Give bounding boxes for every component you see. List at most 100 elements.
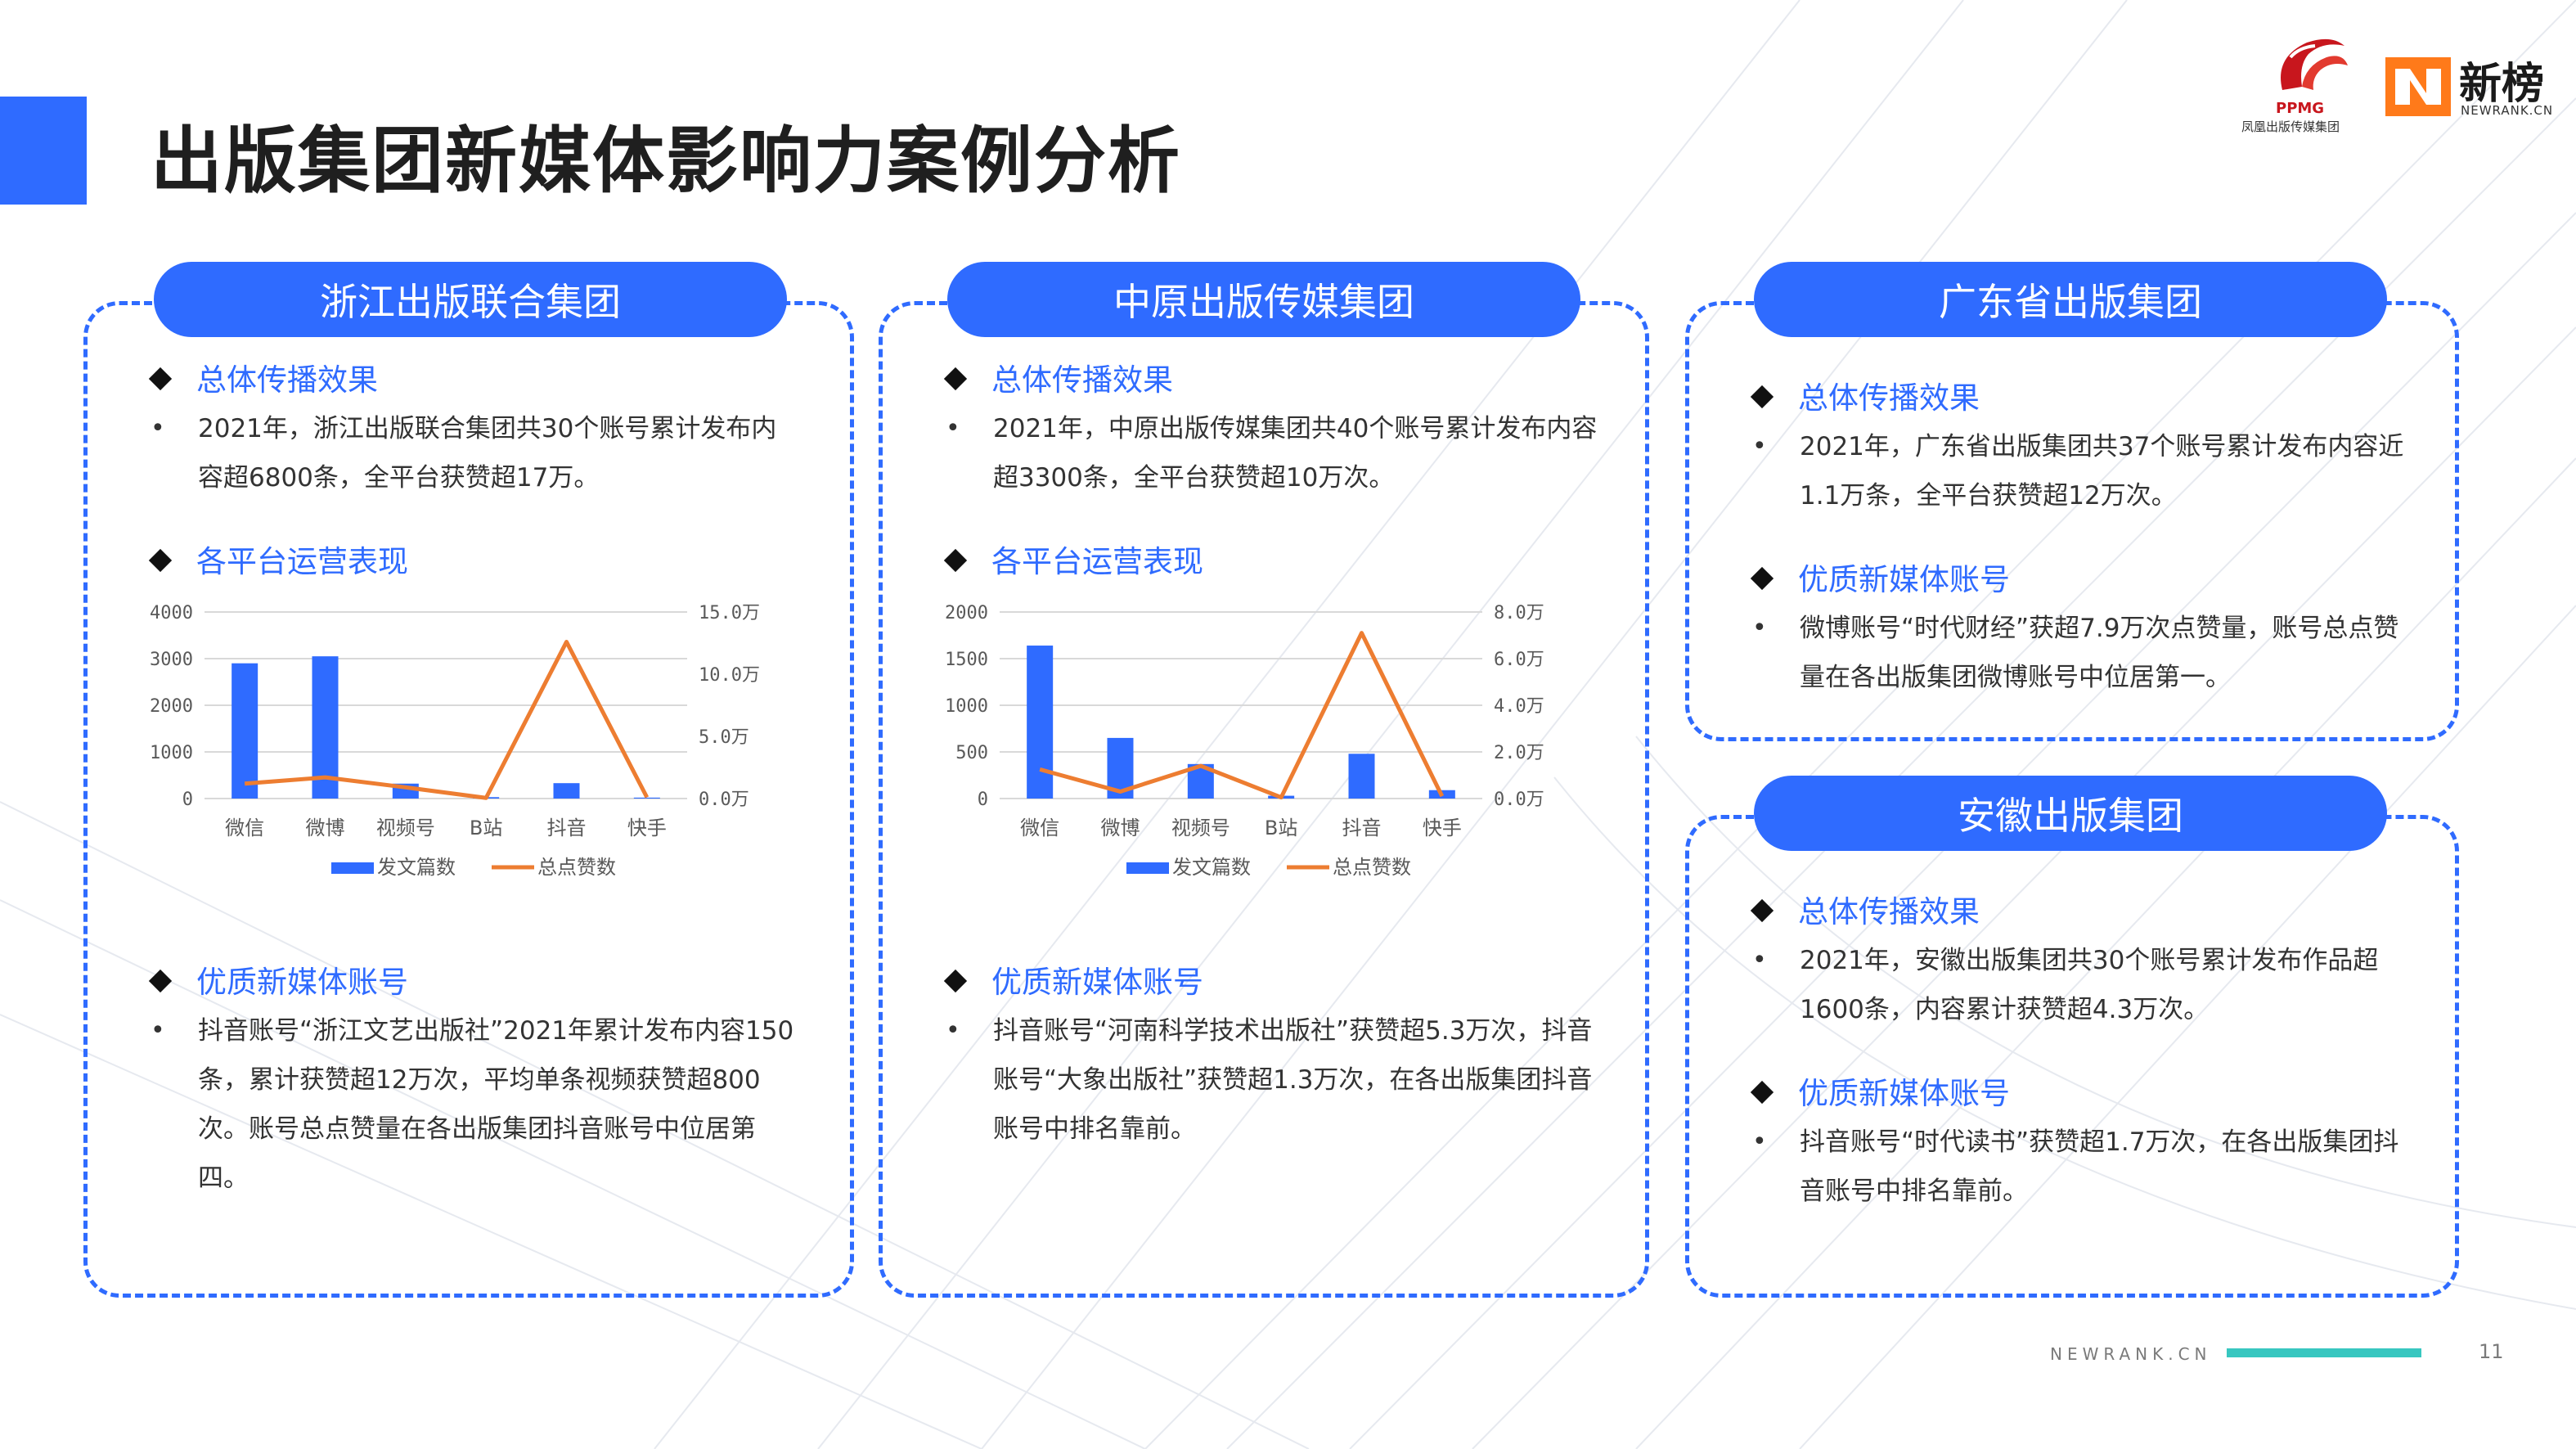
footer-accent-line	[2227, 1348, 2421, 1357]
bullet-dot-icon: •	[1752, 614, 1767, 642]
zhejiang-sec-platform: 各平台运营表现	[148, 537, 408, 581]
y-left-tick-label: 3000	[150, 650, 193, 670]
x-category-label: 快手	[1423, 817, 1462, 839]
legend-bar-swatch	[1126, 862, 1169, 874]
guangdong-text-accounts: •微博账号“时代财经”获超7.9万次点赞量，账号总点赞量在各出版集团微博账号中位…	[1752, 604, 2405, 702]
zhongyuan-sec-platform: 各平台运营表现	[943, 537, 1203, 581]
y-right-tick-label: 4.0万	[1494, 696, 1544, 717]
newrank-mark-icon	[2385, 57, 2451, 116]
y-right-tick-label: 10.0万	[699, 665, 760, 686]
zhongyuan-text-overall: •2021年，中原出版传媒集团共40个账号累计发布内容超3300条，全平台获赞超…	[946, 404, 1598, 502]
x-category-label: 微信	[225, 817, 264, 839]
newrank-en: NEWRANK.CN	[2461, 103, 2554, 118]
y-right-tick-label: 2.0万	[1494, 743, 1544, 763]
card-anhui-header: 安徽出版集团	[1754, 776, 2387, 851]
y-right-tick-label: 5.0万	[699, 727, 749, 748]
y-left-tick-label: 500	[955, 743, 988, 763]
y-left-tick-label: 0	[182, 790, 193, 810]
anhui-text-overall: •2021年，安徽出版集团共30个账号累计发布作品超1600条，内容累计获赞超4…	[1752, 936, 2405, 1034]
guangdong-text-overall: •2021年，广东省出版集团共37个账号累计发布内容近1.1万条，全平台获赞超1…	[1752, 422, 2405, 520]
diamond-bullet-icon	[148, 969, 173, 993]
diamond-bullet-icon	[148, 548, 173, 573]
diamond-bullet-icon	[943, 969, 968, 993]
diamond-bullet-icon	[1750, 566, 1774, 591]
page-number: 11	[2479, 1340, 2504, 1363]
legend-line-label: 总点赞数	[1333, 856, 1411, 879]
bar	[553, 783, 580, 799]
zhejiang-text-accounts: •抖音账号“浙江文艺出版社”2021年累计发布内容150条，累计获赞超12万次，…	[151, 1006, 795, 1203]
y-right-tick-label: 0.0万	[699, 790, 749, 810]
bullet-dot-icon: •	[1752, 432, 1767, 461]
bar	[232, 663, 258, 799]
legend-line-label: 总点赞数	[537, 856, 616, 879]
zhongyuan-sec-overall: 总体传播效果	[943, 355, 1173, 399]
ppmg-text: PPMG	[2276, 100, 2325, 117]
diamond-bullet-icon	[1750, 385, 1774, 409]
diamond-bullet-icon	[1750, 898, 1774, 923]
line-series	[1039, 631, 1445, 800]
bullet-dot-icon: •	[151, 414, 165, 443]
y-right-tick-label: 0.0万	[1494, 790, 1544, 810]
diamond-bullet-icon	[943, 367, 968, 391]
title-accent-bar	[0, 97, 87, 205]
y-right-tick-label: 8.0万	[1494, 603, 1544, 623]
x-category-label: 微信	[1020, 817, 1059, 839]
x-category-label: B站	[470, 817, 502, 839]
y-left-tick-label: 1000	[150, 743, 193, 763]
x-category-label: 快手	[627, 817, 667, 839]
y-left-tick-label: 2000	[945, 603, 988, 623]
y-right-tick-label: 6.0万	[1494, 650, 1544, 670]
y-left-tick-label: 2000	[150, 696, 193, 717]
legend-bar-swatch	[331, 862, 374, 874]
bullet-dot-icon: •	[946, 414, 960, 443]
bar	[312, 656, 339, 799]
zhejiang-sec-overall: 总体传播效果	[148, 355, 378, 399]
newrank-logo: 新榜 NEWRANK.CN	[2385, 52, 2557, 126]
ppmg-subtitle: 凤凰出版传媒集团	[2241, 119, 2340, 134]
diamond-bullet-icon	[1750, 1080, 1774, 1105]
zhongyuan-sec-accounts: 优质新媒体账号	[943, 957, 1203, 1001]
y-right-tick-label: 15.0万	[699, 603, 760, 623]
y-left-tick-label: 1000	[945, 696, 988, 717]
zhejiang-chart-svg: 4000300020001000015.0万10.0万5.0万0.0万微信微博视…	[150, 603, 760, 879]
bullet-dot-icon: •	[1752, 946, 1767, 974]
line-series	[244, 639, 650, 800]
page-title: 出版集团新媒体影响力案例分析	[151, 119, 1182, 203]
guangdong-sec-overall: 总体传播效果	[1750, 373, 1980, 417]
legend-bar-label: 发文篇数	[377, 856, 456, 879]
ppmg-logo: PPMG 凤凰出版传媒集团	[2241, 33, 2380, 135]
card-zhongyuan-header: 中原出版传媒集团	[947, 262, 1580, 337]
zhongyuan-text-accounts: •抖音账号“河南科学技术出版社”获赞超5.3万次，抖音账号“大象出版社”获赞超1…	[946, 1006, 1598, 1154]
bar	[1027, 646, 1054, 799]
x-category-label: 抖音	[1342, 817, 1382, 839]
zhejiang-sec-accounts: 优质新媒体账号	[148, 957, 408, 1001]
footer-url: NEWRANK.CN	[2050, 1344, 2212, 1364]
x-category-label: 视频号	[1171, 817, 1230, 839]
diamond-bullet-icon	[148, 367, 173, 391]
bullet-dot-icon: •	[151, 1016, 165, 1045]
bullet-dot-icon: •	[1752, 1127, 1767, 1156]
anhui-sec-overall: 总体传播效果	[1750, 887, 1980, 931]
newrank-cn: 新榜	[2459, 60, 2545, 109]
anhui-text-accounts: •抖音账号“时代读书”获赞超1.7万次，在各出版集团抖音账号中排名靠前。	[1752, 1118, 2405, 1216]
x-category-label: 抖音	[547, 817, 587, 839]
guangdong-sec-accounts: 优质新媒体账号	[1750, 555, 2010, 599]
y-left-tick-label: 4000	[150, 603, 193, 623]
anhui-sec-accounts: 优质新媒体账号	[1750, 1069, 2010, 1113]
bar	[633, 797, 660, 799]
phoenix-icon	[2281, 38, 2348, 90]
card-zhejiang-header: 浙江出版联合集团	[154, 262, 787, 337]
x-category-label: B站	[1265, 817, 1297, 839]
diamond-bullet-icon	[943, 548, 968, 573]
x-category-label: 视频号	[376, 817, 435, 839]
zhongyuan-chart-svg: 20001500100050008.0万6.0万4.0万2.0万0.0万微信微博…	[945, 603, 1544, 879]
card-guangdong-header: 广东省出版集团	[1754, 262, 2387, 337]
bullet-dot-icon: •	[946, 1016, 960, 1045]
bar	[1348, 754, 1375, 799]
legend-bar-label: 发文篇数	[1172, 856, 1251, 879]
y-left-tick-label: 0	[978, 790, 988, 810]
y-left-tick-label: 1500	[945, 650, 988, 670]
